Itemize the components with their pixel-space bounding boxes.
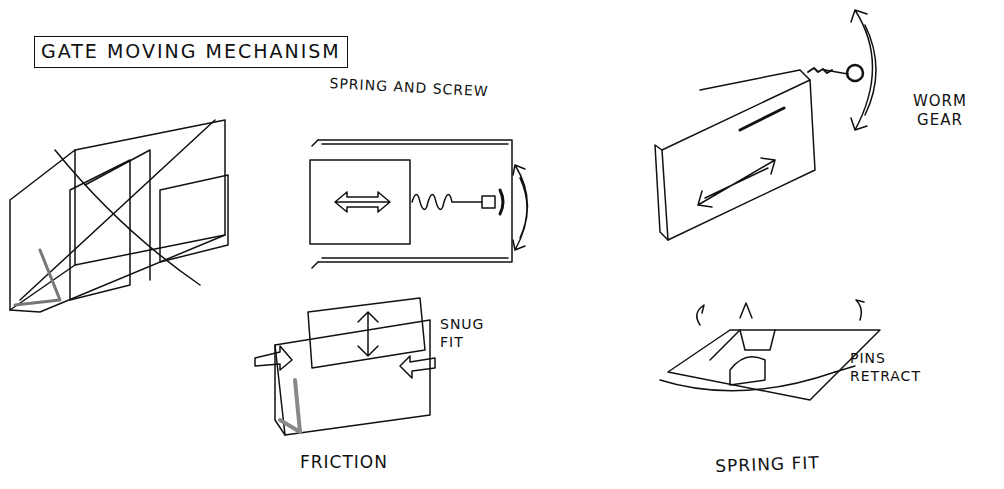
- section-title: GATE MOVING MECHANISM: [34, 36, 348, 68]
- mechanism-label: SPRING AND SCREW: [329, 75, 590, 106]
- crossed-sketch: [10, 120, 228, 312]
- mechanism-label: SPRING FIT: [715, 450, 876, 477]
- annotation-label: SNUG FIT: [440, 316, 510, 351]
- annotation-label: PINS RETRACT: [850, 350, 942, 385]
- mechanism-label: WORM GEAR: [900, 92, 980, 130]
- worm-gear-sketch: [655, 10, 876, 240]
- spring-screw-sketch: [310, 140, 528, 268]
- spring-fit-sketch: [660, 300, 880, 400]
- friction-sketch: [255, 298, 435, 435]
- mechanism-label: FRICTION: [300, 452, 440, 473]
